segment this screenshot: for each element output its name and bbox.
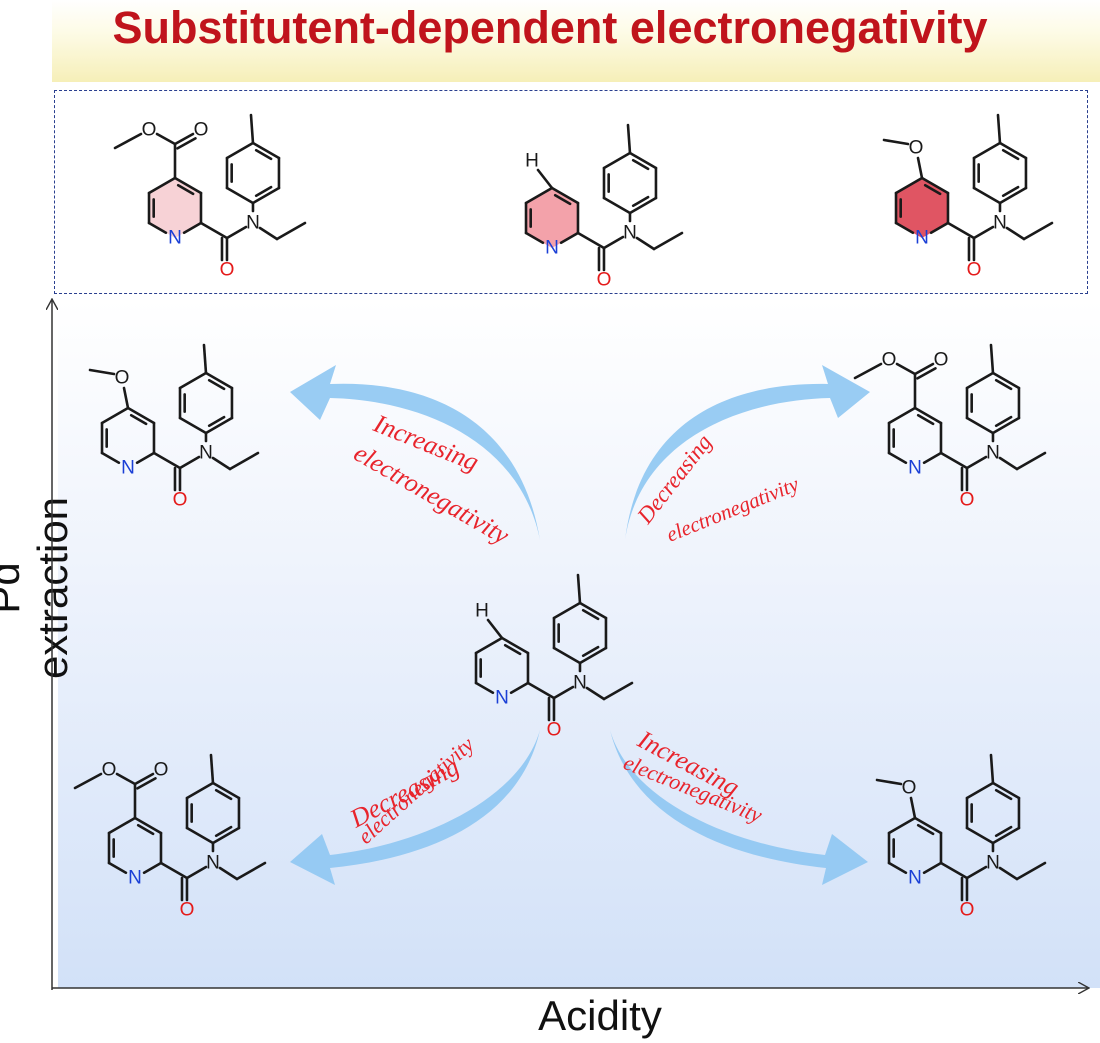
- amide-oxygen: O: [597, 270, 612, 291]
- ester-oxygen: O: [102, 760, 117, 781]
- molecule-methoxy-top: N O N O: [882, 113, 1054, 281]
- carbonyl-oxygen: O: [934, 350, 949, 371]
- label-upper-left: Increasing electronegativity: [349, 408, 514, 550]
- nitrogen-atom: N: [128, 868, 142, 889]
- nitrogen-atom: N: [495, 688, 509, 709]
- amide-oxygen: O: [220, 260, 235, 281]
- nitrogen-atom: N: [121, 458, 135, 479]
- label-lower-right: Increasing electronegativity: [620, 724, 766, 828]
- methoxy-oxygen: O: [909, 138, 924, 159]
- amide-oxygen: O: [960, 900, 975, 921]
- nitrogen-atom: N: [168, 228, 182, 249]
- label-upper-right: Decreasing electronegativity: [632, 430, 803, 547]
- molecule-ester-top: N O N O O: [113, 113, 307, 281]
- methoxy-oxygen: O: [902, 778, 917, 799]
- molecule-h-center: N O N H: [474, 573, 634, 741]
- amide-oxygen: O: [547, 720, 562, 741]
- x-axis-label: Acidity: [538, 992, 662, 1039]
- molecule-h-top: N O N H: [524, 123, 684, 291]
- ester-oxygen: O: [142, 120, 157, 141]
- amide-nitrogen: N: [993, 213, 1007, 234]
- amide-nitrogen: N: [623, 223, 637, 244]
- hydrogen-atom: H: [475, 601, 489, 622]
- nitrogen-atom: N: [908, 868, 922, 889]
- title-banner: [52, 0, 1100, 82]
- molecule-methoxy-upper-left: N O N O: [88, 343, 260, 511]
- amide-nitrogen: N: [246, 213, 260, 234]
- arrow-upper-left: [290, 365, 540, 540]
- nitrogen-atom: N: [545, 238, 559, 259]
- amide-nitrogen: N: [573, 673, 587, 694]
- nitrogen-atom: N: [915, 228, 929, 249]
- methoxy-oxygen: O: [115, 368, 130, 389]
- nitrogen-atom: N: [908, 458, 922, 479]
- amide-nitrogen: N: [986, 443, 1000, 464]
- amide-nitrogen: N: [986, 853, 1000, 874]
- amide-oxygen: O: [960, 490, 975, 511]
- amide-oxygen: O: [967, 260, 982, 281]
- arrow-upper-right: [625, 365, 870, 540]
- molecules: N O N O O N O N H N O N O N O N O N O N O O N O N H N O N O O N O N O: [73, 113, 1054, 921]
- ester-oxygen: O: [882, 350, 897, 371]
- page-title: Substitutent-dependent electronegativity: [112, 2, 988, 53]
- molecule-methoxy-lower-right: N O N O: [875, 753, 1047, 921]
- carbonyl-oxygen: O: [154, 760, 169, 781]
- hydrogen-atom: H: [525, 151, 539, 172]
- amide-nitrogen: N: [206, 853, 220, 874]
- molecule-ester-upper-right: N O N O O: [853, 343, 1047, 511]
- molecule-ester-lower-left: N O N O O: [73, 753, 267, 921]
- arrow-lower-right: [610, 730, 868, 885]
- amide-nitrogen: N: [199, 443, 213, 464]
- amide-oxygen: O: [173, 490, 188, 511]
- carbonyl-oxygen: O: [194, 120, 209, 141]
- arrow-lower-left: [290, 730, 540, 885]
- amide-oxygen: O: [180, 900, 195, 921]
